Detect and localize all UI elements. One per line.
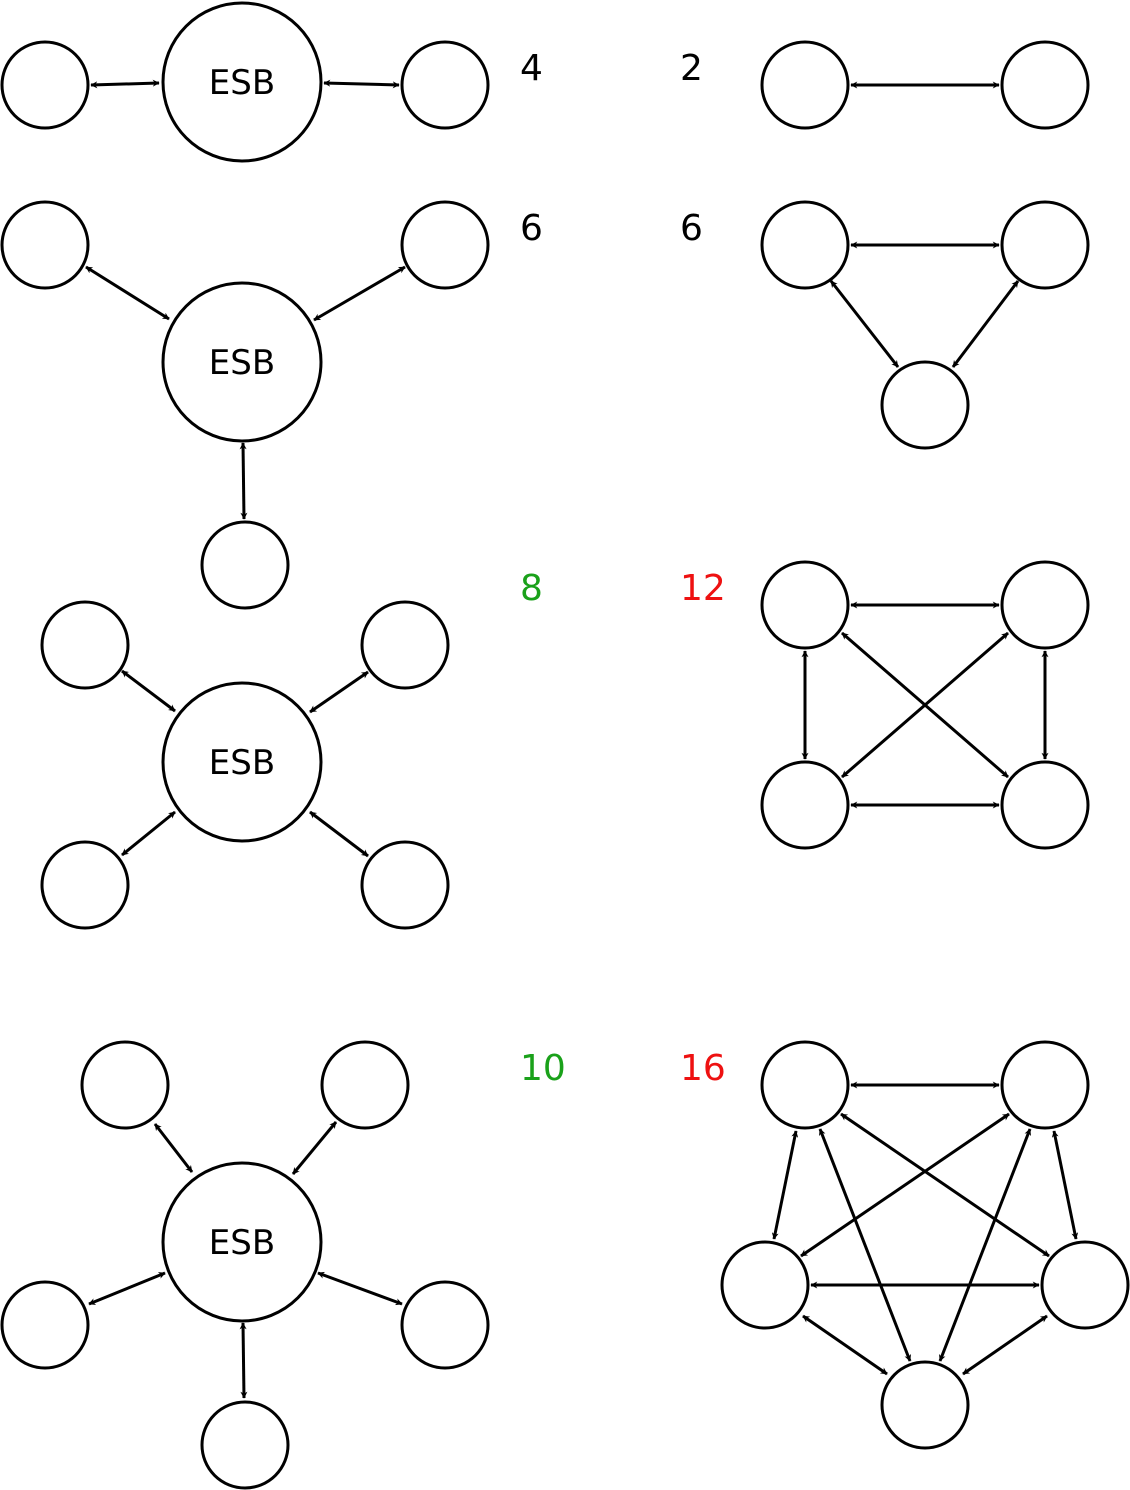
endpoint-node (320, 1040, 410, 1130)
p2p-topology-5-nodes (720, 1040, 1130, 1450)
connection-arrow (818, 1128, 912, 1362)
endpoint-node (720, 1240, 810, 1330)
esb-topology-3-endpoints: ESB (0, 200, 490, 610)
connection-arrow (121, 669, 176, 713)
connection-arrow (313, 265, 406, 322)
esb-hub-node (161, 1, 323, 163)
endpoint-node (360, 600, 450, 690)
connection-arrow (841, 631, 1009, 779)
esb-connection-count: 8 (520, 568, 543, 609)
endpoint-node (760, 40, 850, 130)
connection-arrow (951, 280, 1020, 368)
connection-arrow (938, 1128, 1032, 1362)
p2p-topology-3-nodes (760, 200, 1090, 450)
connection-arrow (1051, 1130, 1079, 1240)
esb-hub-node (161, 1161, 323, 1323)
p2p-topology-4-nodes (760, 560, 1090, 850)
endpoint-node (1040, 1240, 1130, 1330)
connection-arrow (121, 810, 176, 857)
connection-arrow (309, 810, 369, 858)
endpoint-node (80, 1040, 170, 1130)
connection-arrow (239, 1322, 248, 1399)
esb-topology-4-endpoints: ESB (40, 600, 450, 930)
endpoint-node (0, 1280, 90, 1370)
endpoint-node (760, 1040, 850, 1130)
connection-arrow (323, 79, 400, 89)
p2p-topology-2-nodes (760, 40, 1090, 130)
esb-topology-2-endpoints: ESB (0, 1, 490, 163)
esb-connection-count: 6 (520, 208, 543, 249)
connection-arrow (153, 1123, 194, 1173)
p2p-connection-count: 12 (680, 568, 726, 609)
endpoint-node (0, 40, 90, 130)
connection-arrow (802, 1314, 888, 1376)
endpoint-node (400, 200, 490, 290)
esb-connection-count: 10 (520, 1048, 566, 1089)
endpoint-node (200, 520, 290, 610)
p2p-connection-count: 2 (680, 48, 703, 89)
connection-arrow (829, 280, 900, 368)
endpoint-node (1000, 760, 1090, 850)
connection-arrow (90, 79, 160, 89)
connection-arrow (88, 1271, 166, 1306)
connection-arrow (239, 442, 248, 520)
p2p-connection-count: 16 (680, 1048, 726, 1089)
endpoint-node (880, 360, 970, 450)
endpoint-node (880, 1360, 970, 1450)
connection-arrow (309, 670, 369, 714)
endpoint-node (760, 200, 850, 290)
endpoint-node (1000, 560, 1090, 650)
endpoint-node (360, 840, 450, 930)
connection-arrow (85, 265, 170, 321)
esb-hub-label: ESB (209, 343, 275, 383)
connection-arrow (771, 1130, 799, 1240)
endpoint-node (200, 1400, 290, 1490)
endpoint-node (40, 840, 130, 930)
esb-hub-label: ESB (209, 743, 275, 783)
endpoint-node (40, 600, 130, 690)
endpoint-node (400, 40, 490, 130)
esb-hub-node (161, 681, 323, 843)
endpoint-node (1000, 1040, 1090, 1130)
esb-hub-node (161, 281, 323, 443)
endpoint-node (0, 200, 90, 290)
connection-arrow (291, 1121, 338, 1175)
connection-arrow (840, 1112, 1050, 1258)
endpoint-node (760, 560, 850, 650)
esb-hub-label: ESB (209, 1223, 275, 1263)
endpoint-node (1000, 200, 1090, 290)
esb-connection-count: 4 (520, 48, 543, 89)
connection-arrow (317, 1271, 403, 1306)
endpoint-node (760, 760, 850, 850)
p2p-connection-count: 6 (680, 208, 703, 249)
connection-arrow (800, 1112, 1010, 1258)
esb-hub-label: ESB (209, 63, 275, 103)
endpoint-node (400, 1280, 490, 1370)
endpoint-node (1000, 40, 1090, 130)
connection-arrow (962, 1314, 1048, 1376)
esb-topology-5-endpoints: ESB (0, 1040, 490, 1490)
